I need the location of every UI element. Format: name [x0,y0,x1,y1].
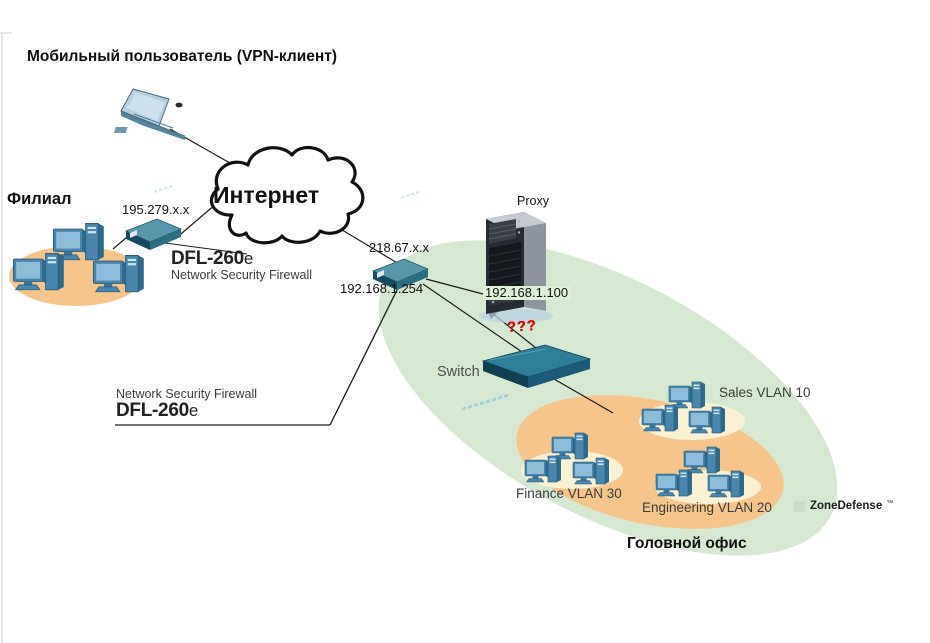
vlan-engineering-label: Engineering VLAN 20 [642,500,772,515]
hq-wan-ip: 218.67.x.x [369,240,429,255]
diagram-title: Мобильный пользователь (VPN-клиент) [27,48,337,65]
head-office-label: Головной офис [627,535,747,552]
link-switch-lan [553,378,614,414]
hq-firewall-label: Network Security Firewall DFL-260e [116,387,258,422]
legend-tm: ™ [886,500,894,507]
laptop-icon [113,88,186,140]
vlan-finance-label: Finance VLAN 30 [516,486,622,501]
hq-firewall-desc: Network Security Firewall [116,387,258,401]
branch-label: Филиал [7,190,72,208]
legend-name: ZoneDefense [810,500,883,512]
branch-firewall-icon [125,184,182,250]
unknown-connection-marker: ??? [506,317,538,337]
link-branchfw-internet [174,203,217,240]
legend-swatch [794,501,805,512]
branch-firewall-model: DFL-260 [171,248,244,269]
link-hqfw-switch [422,283,523,353]
branch-wan-ip: 195.279.x.x [122,202,190,217]
branch-firewall-label: DFL-260e Network Security Firewall [171,249,312,282]
callout-hqfw-diagonal [329,287,399,426]
vlan-sales-label: Sales VLAN 10 [719,385,811,400]
branch-firewall-desc: Network Security Firewall [171,267,313,282]
proxy-server-icon [479,212,553,323]
branch-firewall-model-suffix: e [243,249,254,268]
hq-firewall-model: DFL-260 [116,400,189,422]
internet-cloud-icon [209,146,365,245]
proxy-label: Proxy [517,194,549,208]
hq-firewall-model-suffix: e [188,401,199,421]
switch-label: Switch [437,364,480,380]
hq-lan-ip: 192.168.1.254 [340,281,424,296]
switch-icon [462,344,592,411]
connection-lines [112,128,614,426]
internet-label: Интернет [213,182,320,208]
proxy-ip: 192.168.1.100 [483,285,571,300]
hq-firewall-icon [372,190,429,290]
